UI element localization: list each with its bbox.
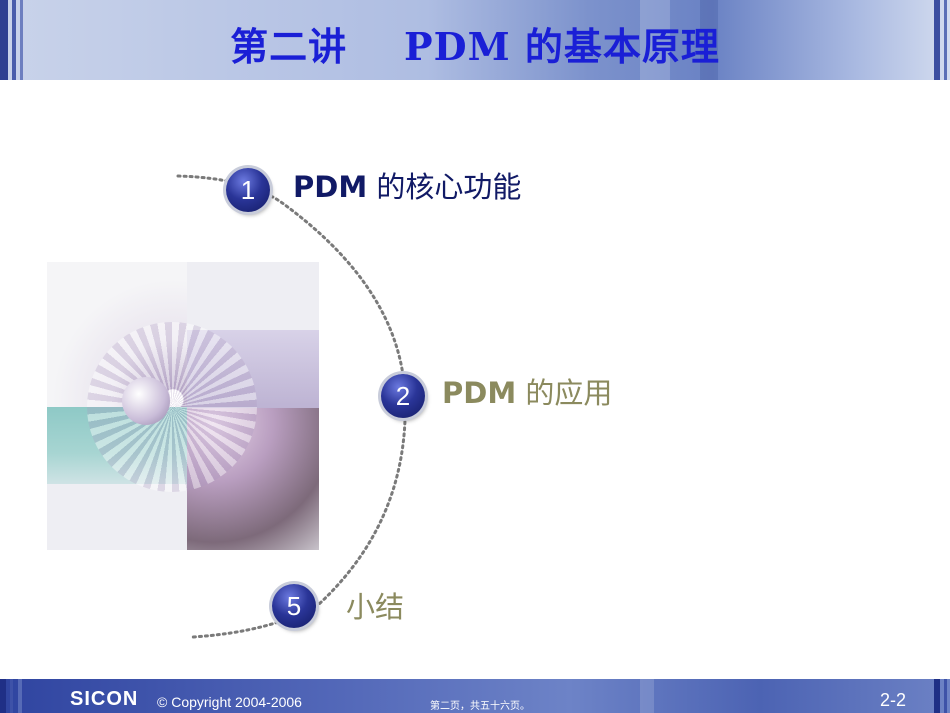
page-info: 第二页，共五十六页。 [430, 701, 530, 712]
footer-stripe [640, 679, 654, 713]
image-tile [187, 408, 319, 550]
fan-blades [87, 322, 257, 492]
footer-stripe [944, 679, 947, 713]
header-band: 第二讲 PDM 的基本原理 [0, 0, 950, 80]
image-tile [47, 262, 187, 407]
slide-title: 第二讲 PDM 的基本原理 [230, 24, 720, 69]
item-prefix: PDM [442, 376, 517, 410]
item-prefix: PDM [293, 170, 368, 204]
image-tile [187, 330, 319, 408]
header-stripe [12, 0, 16, 80]
header-stripe [640, 0, 670, 80]
header-stripe [20, 0, 23, 80]
footer-band [0, 679, 950, 713]
item-number-bullet[interactable]: 5 [272, 584, 316, 628]
footer-stripe [0, 679, 6, 713]
brand-name: SICON [70, 688, 139, 710]
item-text: 的应用 [516, 376, 613, 410]
arc-path [176, 174, 407, 639]
footer-stripe [934, 679, 940, 713]
item-label-core-functions[interactable]: PDM 的核心功能 [293, 164, 521, 206]
page-number: 2-2 [879, 690, 906, 710]
header-stripe [934, 0, 940, 80]
image-tile [47, 407, 187, 484]
item-number-bullet[interactable]: 1 [226, 168, 270, 212]
header-stripe [944, 0, 947, 80]
item-text: 小结 [346, 590, 405, 624]
footer-stripe [10, 679, 13, 713]
item-label-summary[interactable]: 小结 [346, 584, 404, 626]
header-stripe [700, 0, 718, 80]
item-number-bullet[interactable]: 2 [381, 374, 425, 418]
item-text: 的核心功能 [367, 170, 522, 204]
item-label-applications[interactable]: PDM 的应用 [442, 370, 612, 412]
fan-hub [122, 377, 170, 425]
header-stripe [0, 0, 8, 80]
turbine-image [47, 262, 319, 550]
copyright-text: © Copyright 2004-2006 [157, 694, 302, 710]
footer-stripe [18, 679, 22, 713]
